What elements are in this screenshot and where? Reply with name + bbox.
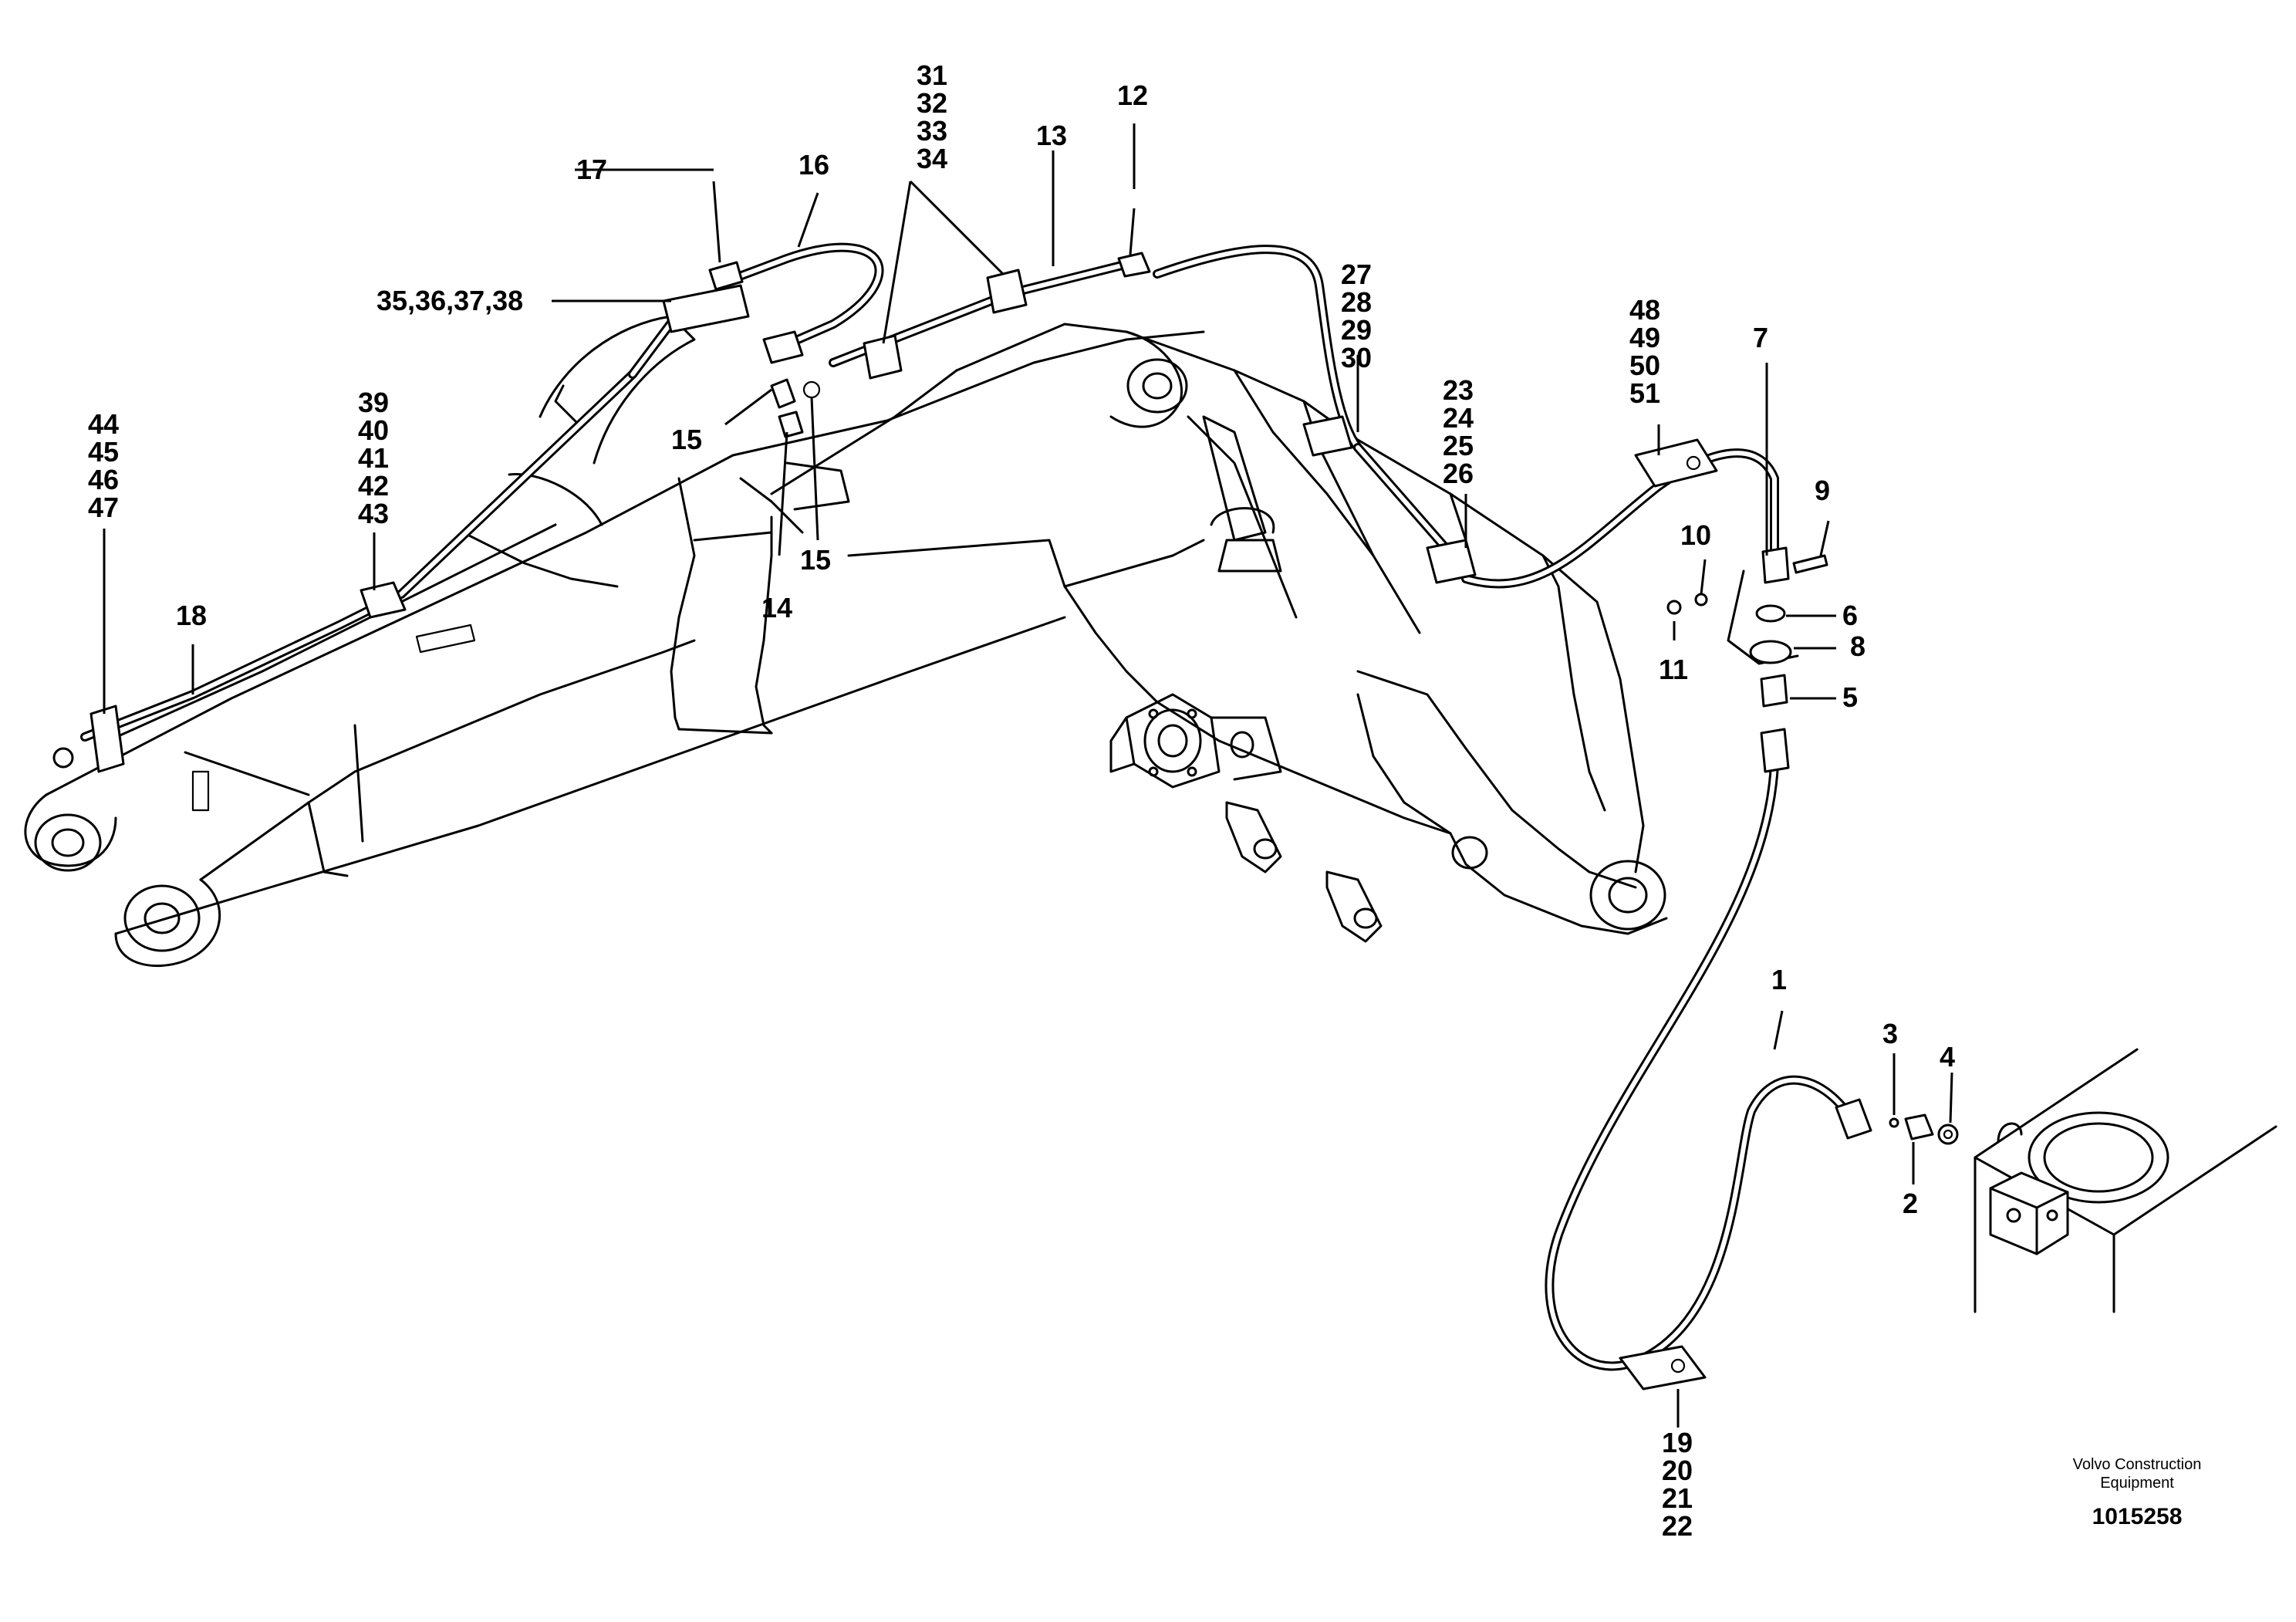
boom-cylinder bbox=[1109, 415, 1383, 943]
drawing-number: 1015258 bbox=[2092, 1504, 2183, 1529]
callout-15-right: 15 bbox=[800, 544, 832, 576]
callout-15-left: 15 bbox=[671, 424, 703, 455]
callout-4: 4 bbox=[1940, 1041, 1956, 1073]
hydraulic-tank bbox=[1974, 1048, 2277, 1313]
main-boom bbox=[770, 323, 1668, 935]
callout-18: 18 bbox=[176, 600, 208, 631]
stick-arm bbox=[24, 315, 1205, 967]
callout-8: 8 bbox=[1850, 630, 1866, 662]
clamps-fittings bbox=[52, 252, 1959, 1391]
callout-14: 14 bbox=[761, 592, 793, 623]
callout-12: 12 bbox=[1117, 79, 1149, 111]
callout-9: 9 bbox=[1815, 475, 1831, 506]
callout-3: 3 bbox=[1882, 1018, 1899, 1049]
callout-17: 17 bbox=[576, 154, 608, 185]
callout-7: 7 bbox=[1753, 322, 1769, 353]
publisher-credit: Volvo Construction Equipment 1015258 bbox=[2021, 1455, 2253, 1532]
callout-1: 1 bbox=[1771, 964, 1788, 995]
callout-5: 5 bbox=[1842, 681, 1859, 713]
callout-35-38: 35,36,37,38 bbox=[376, 285, 524, 316]
callout-10: 10 bbox=[1680, 519, 1712, 551]
credit-company: Volvo Construction bbox=[2072, 1456, 2202, 1473]
callout-2: 2 bbox=[1903, 1188, 1919, 1219]
credit-company-line2: Equipment bbox=[2100, 1475, 2174, 1492]
callout-6: 6 bbox=[1842, 600, 1859, 631]
leader-lines bbox=[103, 123, 1953, 1428]
callout-13: 13 bbox=[1036, 120, 1068, 151]
callout-11: 11 bbox=[1659, 654, 1689, 685]
callout-16: 16 bbox=[799, 149, 830, 181]
